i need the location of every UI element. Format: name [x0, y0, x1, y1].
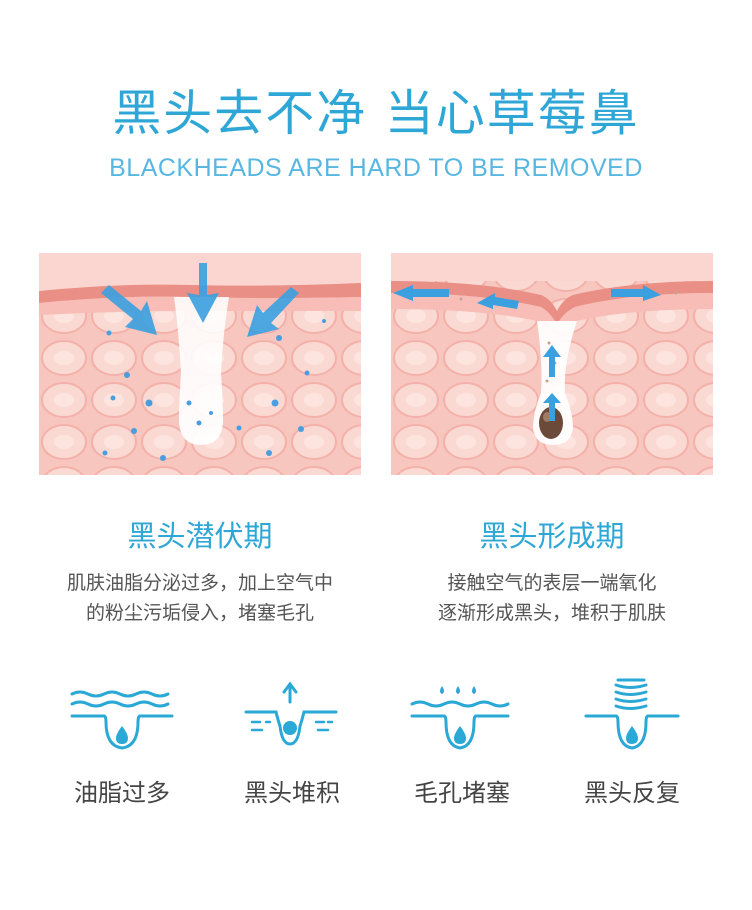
blackhead-accumulation-icon	[232, 672, 352, 762]
stage-desc-line: 肌肤油脂分泌过多，加上空气中	[66, 572, 333, 594]
stage-title-formation: 黑头形成期	[479, 519, 625, 553]
stage-desc-line: 逐渐形成黑头，堆积于肌肤	[437, 602, 666, 624]
skin-illustration-latent	[39, 253, 361, 475]
skin-illustration-formation	[391, 253, 713, 475]
blackhead-recurrence-icon	[572, 672, 692, 762]
stage-desc-line: 接触空气的表层一端氧化	[447, 572, 657, 594]
feature-label-pore-clogging: 毛孔堵塞	[414, 779, 510, 807]
feature-label-blackhead-recurrence: 黑头反复	[584, 779, 680, 807]
feature-label-oil-excess: 油脂过多	[74, 779, 170, 807]
stage-desc-formation: 接触空气的表层一端氧化 逐渐形成黑头，堆积于肌肤	[382, 568, 722, 628]
page-subtitle: BLACKHEADS ARE HARD TO BE REMOVED	[109, 154, 643, 182]
pore-clogging-icon	[402, 672, 522, 762]
stage-desc-line: 的粉尘污垢侵入，堵塞毛孔	[85, 602, 314, 624]
page-title: 黑头去不净 当心草莓鼻	[112, 85, 640, 142]
stage-title-latent: 黑头潜伏期	[127, 519, 273, 553]
stage-desc-latent: 肌肤油脂分泌过多，加上空气中 的粉尘污垢侵入，堵塞毛孔	[30, 568, 370, 628]
oil-excess-icon	[62, 672, 182, 762]
feature-label-blackhead-accumulation: 黑头堆积	[244, 779, 340, 807]
